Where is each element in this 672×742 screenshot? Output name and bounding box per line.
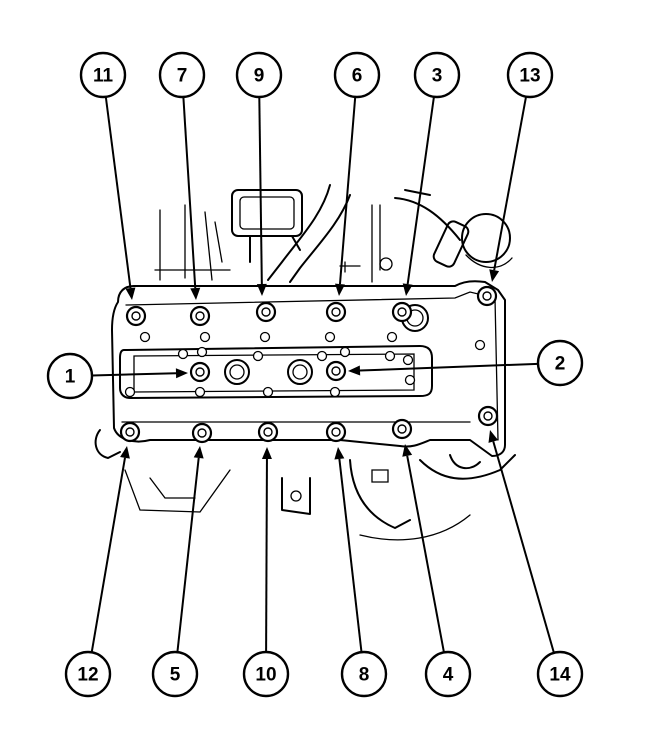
callout-13: 13 (506, 51, 554, 99)
leader-line-11 (104, 96, 132, 289)
leader-line-6 (338, 96, 357, 285)
callout-circle (158, 51, 206, 99)
bolt-3 (391, 301, 413, 323)
arrowhead-4 (402, 444, 413, 457)
callout-circle (536, 650, 584, 698)
callout-6: 6 (333, 51, 381, 99)
callout-circle (536, 339, 584, 387)
arrowhead-7 (190, 287, 201, 300)
bolt-11 (125, 305, 147, 327)
bolt-5 (191, 422, 213, 444)
bolt-13 (476, 285, 498, 307)
callout-14: 14 (536, 650, 584, 698)
callout-number: 14 (549, 665, 571, 686)
leader-line-14 (492, 441, 555, 654)
arrowhead-2 (348, 365, 361, 376)
leader-lines (90, 96, 555, 654)
callout-circle (64, 650, 112, 698)
bolt-1 (189, 361, 211, 383)
callout-number: 1 (65, 367, 76, 388)
bolt-6 (325, 301, 347, 323)
bolt-2 (325, 360, 347, 382)
bolt-7 (189, 305, 211, 327)
leader-line-12 (90, 457, 126, 653)
arrowhead-11 (125, 287, 136, 300)
bolt-10 (257, 421, 279, 443)
callout-number: 9 (254, 66, 265, 87)
callout-number: 8 (359, 665, 370, 686)
callout-circle (333, 51, 381, 99)
arrowhead-9 (256, 283, 267, 296)
leader-line-9 (258, 96, 263, 285)
callout-number: 10 (255, 665, 276, 686)
callout-12: 12 (64, 650, 112, 698)
callout-5: 5 (151, 650, 199, 698)
valve-cover (111, 280, 506, 457)
leader-line-3 (406, 96, 435, 285)
leader-line-1 (91, 372, 177, 377)
callout-number: 7 (177, 66, 188, 87)
callout-circle (151, 650, 199, 698)
callout-8: 8 (340, 650, 388, 698)
leader-line-13 (493, 96, 528, 271)
arrowhead-14 (488, 430, 499, 443)
arrowhead-5 (193, 446, 204, 459)
leader-line-5 (176, 457, 200, 653)
callout-circle (424, 650, 472, 698)
arrowhead-10 (261, 447, 272, 460)
leader-line-8 (338, 458, 363, 653)
arrowhead-3 (402, 283, 413, 296)
callout-10: 10 (242, 650, 290, 698)
callout-number: 4 (443, 665, 454, 686)
callout-circle (46, 352, 94, 400)
arrowhead-13 (489, 269, 500, 282)
callout-circle (413, 51, 461, 99)
bolt-9 (255, 301, 277, 323)
bolt-4 (391, 418, 413, 440)
leader-line-2 (359, 362, 539, 372)
callout-circle (79, 51, 127, 99)
callout-7: 7 (158, 51, 206, 99)
arrowhead-8 (334, 447, 345, 460)
bolts (119, 285, 499, 444)
callout-number: 6 (352, 66, 363, 87)
callout-2: 2 (536, 339, 584, 387)
callout-1: 1 (46, 352, 94, 400)
callout-3: 3 (413, 51, 461, 99)
callout-number: 13 (519, 66, 540, 87)
engine-background-sketch (94, 184, 516, 541)
callout-number: 12 (77, 665, 98, 686)
callout-number: 5 (170, 665, 181, 686)
bolt-8 (325, 421, 347, 443)
arrowhead-12 (120, 446, 130, 459)
leader-line-10 (265, 458, 268, 653)
callout-9: 9 (235, 51, 283, 99)
callout-circle (340, 650, 388, 698)
leader-line-7 (182, 96, 197, 289)
arrowhead-1 (175, 368, 188, 379)
callout-number: 3 (432, 66, 443, 87)
callout-circle (506, 51, 554, 99)
arrowhead-6 (334, 283, 345, 296)
callout-number: 2 (555, 354, 566, 375)
callout-4: 4 (424, 650, 472, 698)
callout-11: 11 (79, 51, 127, 99)
callout-circle (235, 51, 283, 99)
callout-number: 11 (93, 66, 114, 87)
callout-circle (242, 650, 290, 698)
bolt-14 (477, 405, 499, 427)
leader-line-4 (406, 455, 445, 653)
bolt-12 (119, 421, 141, 443)
